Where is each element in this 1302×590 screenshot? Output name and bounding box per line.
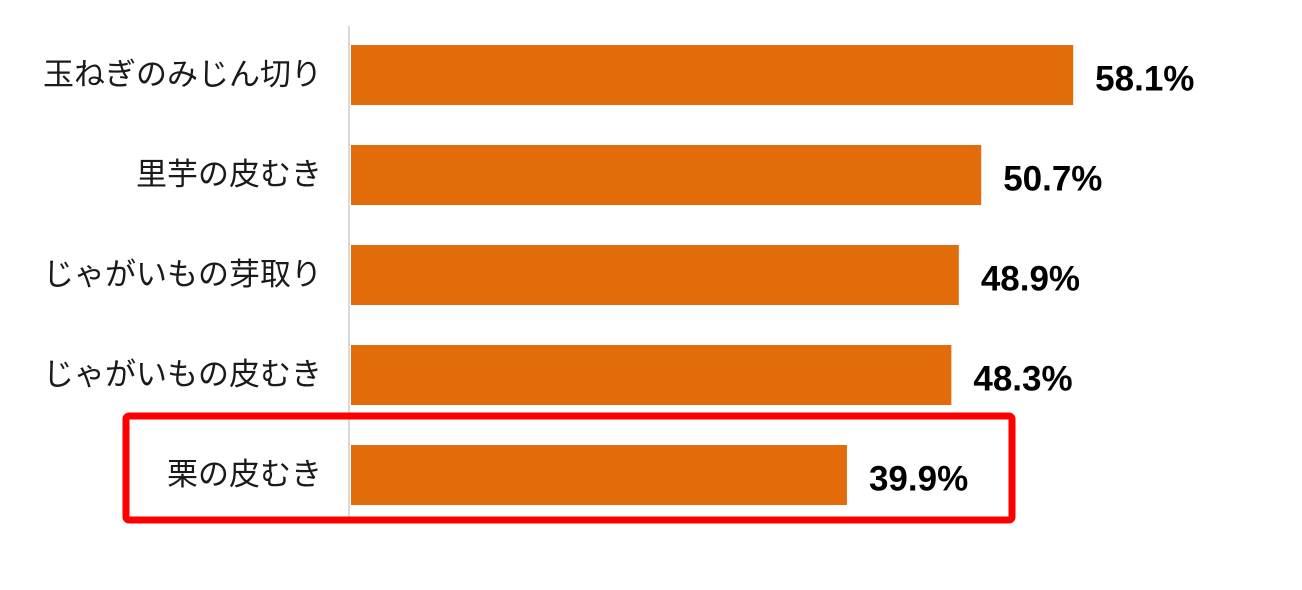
category-label: 栗の皮むき xyxy=(167,457,322,493)
bars-layer xyxy=(351,45,1074,505)
labels-layer: 玉ねぎのみじん切り 58.1% 里芋の皮むき 50.7% じゃがいもの芽取り 48.9% じ… xyxy=(43,57,1194,499)
bar xyxy=(351,45,1074,105)
category-label: 玉ねぎのみじん切り xyxy=(43,57,322,93)
value-label: 50.7% xyxy=(1003,160,1102,199)
value-label: 39.9% xyxy=(869,460,968,499)
value-label: 48.9% xyxy=(981,260,1080,299)
category-label: じゃがいもの芽取り xyxy=(43,257,322,293)
bar xyxy=(351,145,982,205)
category-label: じゃがいもの皮むき xyxy=(43,357,322,393)
value-label: 58.1% xyxy=(1095,60,1194,99)
bar xyxy=(351,345,952,405)
value-label: 48.3% xyxy=(973,360,1072,399)
category-label: 里芋の皮むき xyxy=(136,157,322,193)
highlight-box xyxy=(122,412,1016,524)
bar xyxy=(351,445,847,505)
bar xyxy=(351,245,959,305)
